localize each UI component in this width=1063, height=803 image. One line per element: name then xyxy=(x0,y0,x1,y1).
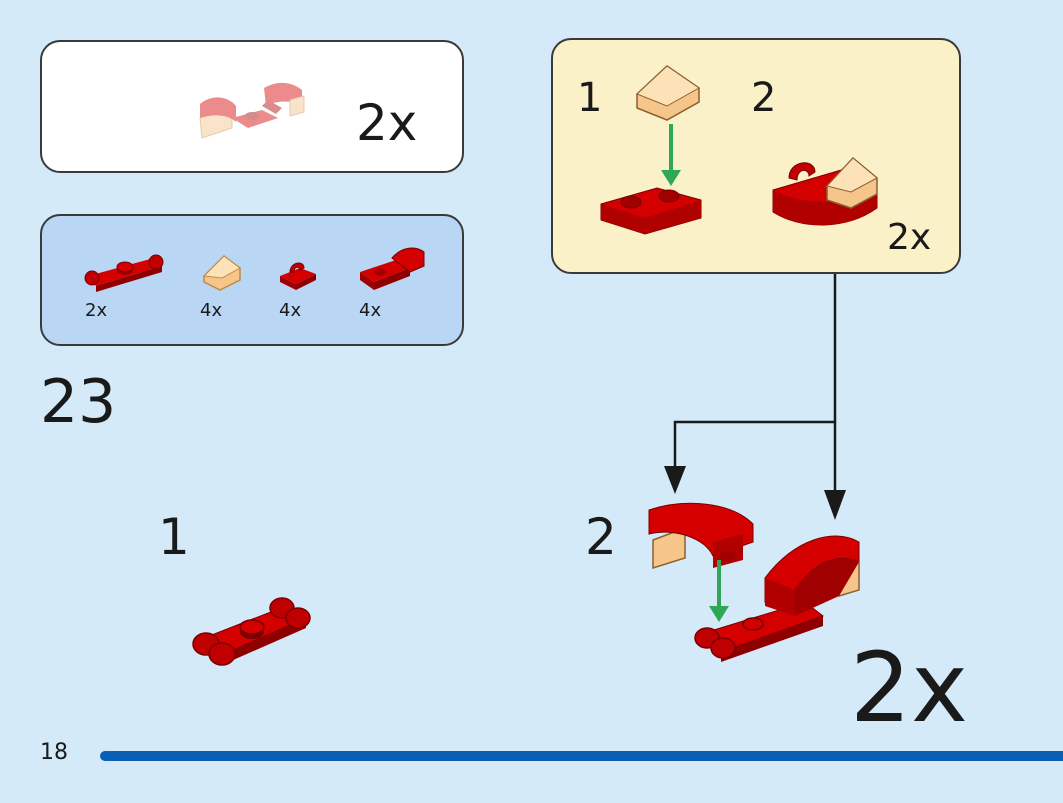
substep-1-label: 1 xyxy=(577,75,603,121)
red-plate-with-clips-icon xyxy=(84,254,164,292)
step-number: 23 xyxy=(40,367,117,437)
main-multiplier: 2x xyxy=(850,632,968,744)
red-plate-with-clips-icon xyxy=(600,187,702,235)
substep-2-label: 2 xyxy=(751,75,777,121)
trans-orange-slope-icon xyxy=(202,255,241,291)
red-plate-with-clip-icon xyxy=(280,262,316,290)
parts-qty-4: 4x xyxy=(359,300,382,321)
subassembly-callout: 1 2 2x xyxy=(551,38,961,274)
substep-multiplier: 2x xyxy=(887,217,932,258)
result-preview-box: 2x xyxy=(40,40,464,173)
page-number: 18 xyxy=(40,740,68,765)
parts-list-box: 2x 4x 4x 4x xyxy=(40,214,464,346)
main-assembly-icon xyxy=(648,502,860,662)
main-step-2-label: 2 xyxy=(585,508,617,566)
parts-qty-2: 4x xyxy=(200,300,223,321)
assembly-arrow-green xyxy=(661,124,681,186)
result-multiplier: 2x xyxy=(356,94,418,152)
red-clip-with-slope-assembly-icon xyxy=(772,156,878,226)
footer-progress-bar xyxy=(100,751,1063,761)
red-curved-slope-icon xyxy=(360,247,425,290)
parts-qty-1: 2x xyxy=(85,300,108,321)
red-plate-with-clips-icon xyxy=(192,597,311,666)
main-step-1-label: 1 xyxy=(158,508,190,566)
parts-qty-3: 4x xyxy=(279,300,302,321)
completed-part-faded-icon xyxy=(199,82,305,139)
trans-orange-slope-icon xyxy=(636,65,700,121)
